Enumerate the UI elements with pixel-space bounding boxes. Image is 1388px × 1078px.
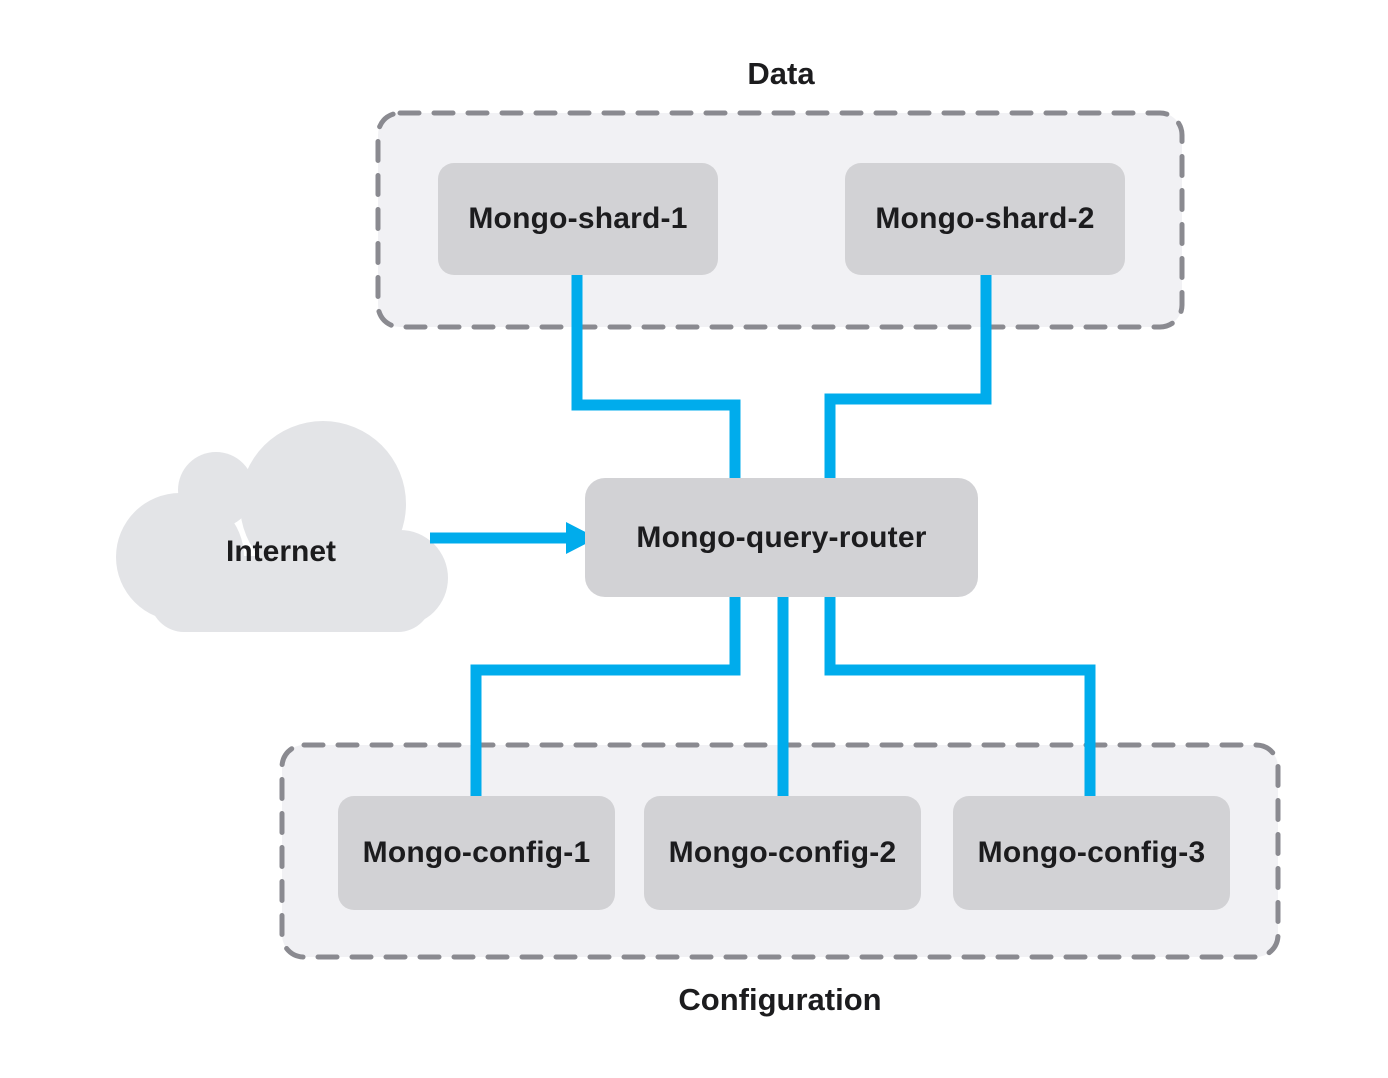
connector-router-to-config3 [824,592,1096,800]
node-mongo-config-2: Mongo-config-2 [644,796,921,910]
node-mongo-query-router: Mongo-query-router [585,478,978,597]
connector-shard1-to-router [571,270,741,485]
connector-router-to-config1 [470,592,741,800]
node-mongo-shard-1: Mongo-shard-1 [438,163,718,275]
node-mongo-shard-2-label: Mongo-shard-2 [875,202,1095,235]
node-mongo-config-2-label: Mongo-config-2 [668,836,897,869]
node-mongo-query-router-label: Mongo-query-router [636,520,927,554]
node-mongo-shard-2: Mongo-shard-2 [845,163,1125,275]
node-mongo-config-1-label: Mongo-config-1 [362,836,591,869]
node-mongo-shard-1-label: Mongo-shard-1 [468,202,688,235]
internet-cloud-icon [116,421,448,632]
node-mongo-config-3-label: Mongo-config-3 [977,836,1206,869]
data-group-label: Data [747,56,815,91]
node-mongo-config-3: Mongo-config-3 [953,796,1230,910]
config-group-label: Configuration [678,982,882,1017]
internet-label: Internet [225,535,337,568]
internet-to-router-arrow [430,522,597,554]
node-mongo-config-1: Mongo-config-1 [338,796,615,910]
connector-shard2-to-router [824,270,992,485]
